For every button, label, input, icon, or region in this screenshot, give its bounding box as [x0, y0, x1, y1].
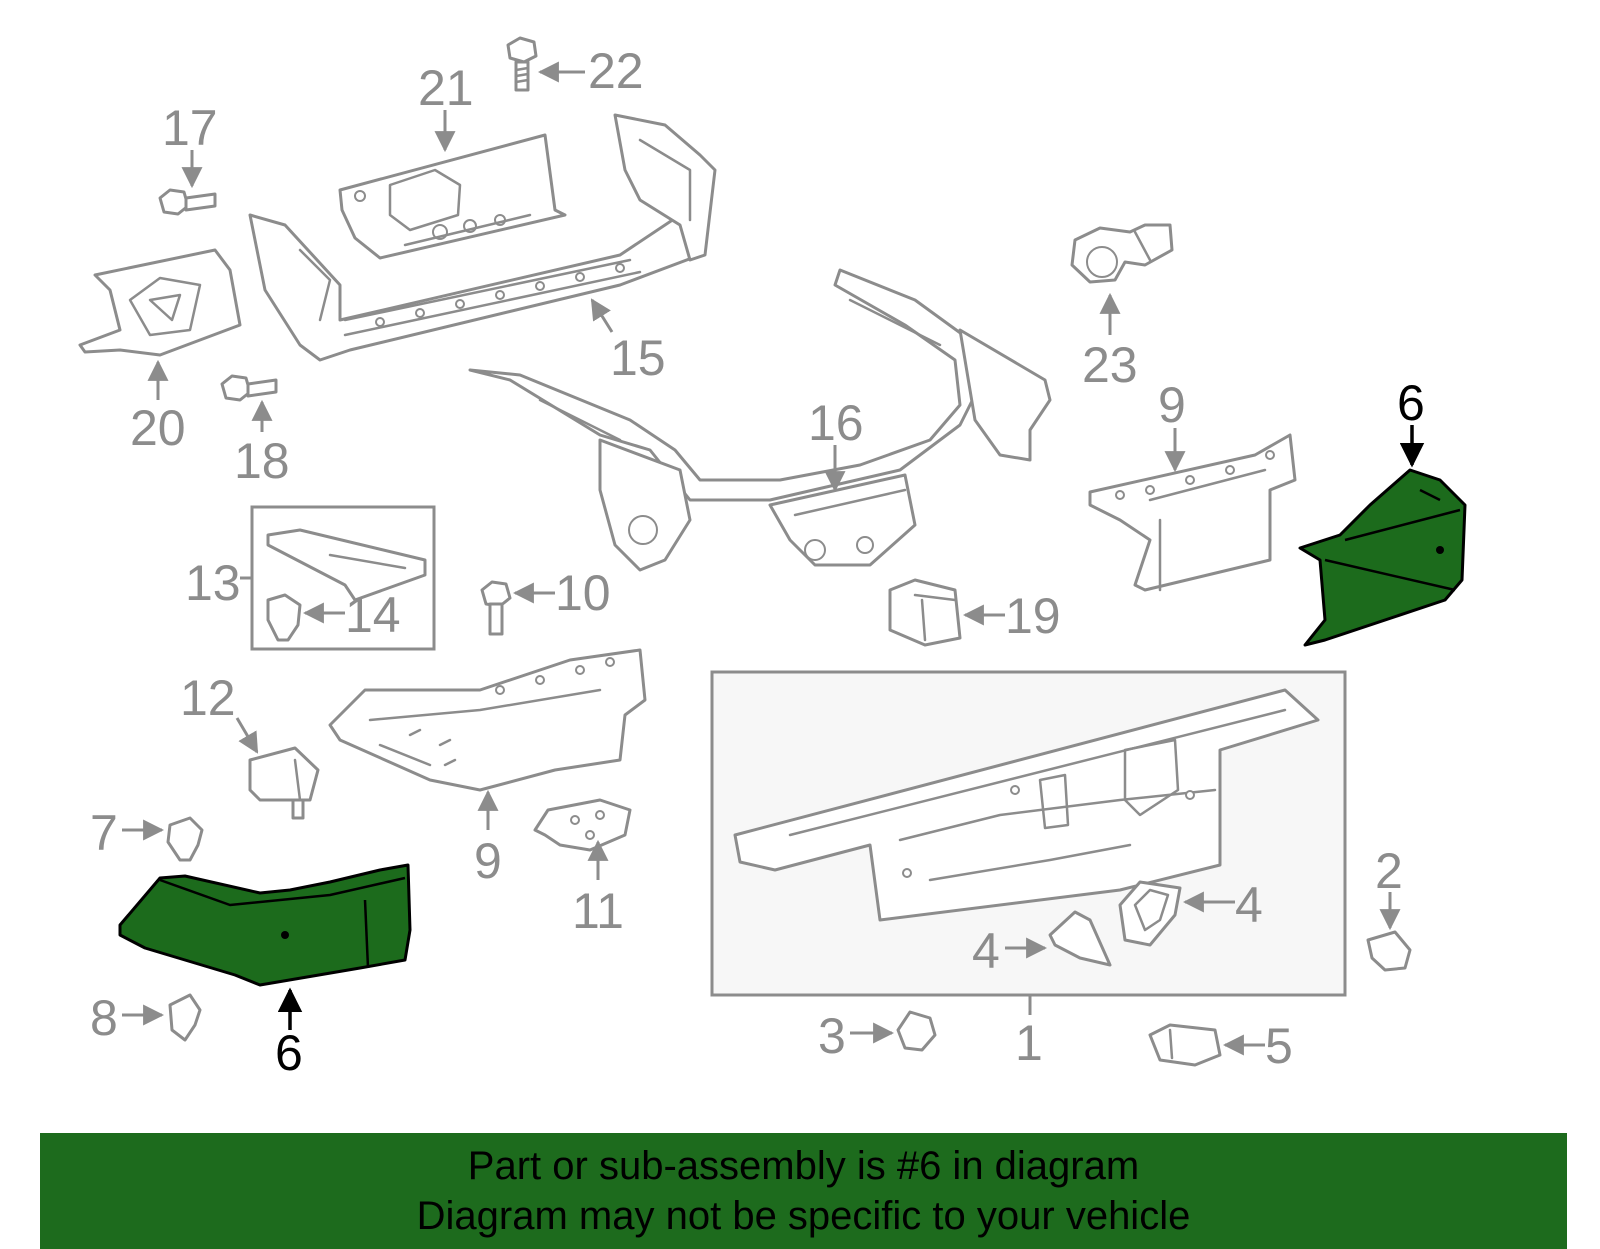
label-12: 12 [180, 670, 236, 726]
part-6-extension-left [118, 863, 412, 987]
label-4-right: 4 [1235, 877, 1263, 933]
part-6-extension-right [1298, 468, 1467, 647]
label-14: 14 [345, 587, 401, 643]
part-14-clip [266, 593, 302, 642]
label-15: 15 [610, 330, 666, 386]
label-11: 11 [572, 883, 624, 939]
label-10: 10 [555, 565, 611, 621]
label-23: 23 [1082, 337, 1138, 393]
banner-line-1: Part or sub-assembly is #6 in diagram [467, 1144, 1140, 1188]
label-4-left: 4 [972, 923, 1000, 979]
part-3-clip [896, 1010, 937, 1052]
part-16-hitch [468, 268, 1052, 572]
label-7: 7 [90, 805, 118, 861]
part-19-block [888, 578, 962, 647]
part-10-bolt [480, 580, 512, 636]
part-4-pad-left [1048, 910, 1112, 967]
part-23-sensor [1070, 223, 1174, 284]
label-20: 20 [130, 400, 186, 456]
part-20-bracket [78, 248, 242, 357]
label-6-top: 6 [1397, 375, 1425, 431]
label-18: 18 [234, 433, 290, 489]
label-9-left: 9 [474, 833, 502, 889]
label-6-bottom: 6 [275, 1025, 303, 1081]
part-9-bracket-left [328, 648, 647, 792]
label-1: 1 [1015, 1015, 1043, 1071]
label-21: 21 [418, 60, 474, 116]
part-13-pad [266, 528, 427, 602]
part-7-clip [166, 816, 204, 862]
label-19: 19 [1005, 588, 1061, 644]
label-16: 16 [808, 395, 864, 451]
label-9-right: 9 [1158, 377, 1186, 433]
label-5: 5 [1265, 1018, 1293, 1074]
part-11-plate [533, 798, 632, 852]
part-9-bracket-right [1088, 433, 1297, 592]
part-1-bumper [733, 688, 1320, 922]
part-8-clip [168, 993, 202, 1042]
label-22: 22 [588, 43, 644, 99]
label-3: 3 [818, 1008, 846, 1064]
label-13: 13 [185, 555, 241, 611]
part-12-bracket [248, 746, 320, 820]
part-2-clip [1366, 930, 1412, 972]
label-17: 17 [162, 100, 218, 156]
part-21-plate [338, 133, 567, 260]
part-5-plug [1148, 1023, 1222, 1067]
parts-diagram: 22 21 17 20 18 [78, 36, 1467, 1081]
part-18-bolt [220, 374, 278, 402]
part-22-bolt [506, 36, 538, 92]
label-8: 8 [90, 990, 118, 1046]
banner-line-2: Diagram may not be specific to your vehi… [416, 1194, 1191, 1238]
part-17-bolt [158, 188, 217, 216]
label-2: 2 [1375, 843, 1403, 899]
info-banner: Part or sub-assembly is #6 in diagram Di… [40, 1133, 1567, 1249]
part-15-crossmember [248, 113, 717, 362]
part-4-pad-right [1118, 880, 1182, 947]
